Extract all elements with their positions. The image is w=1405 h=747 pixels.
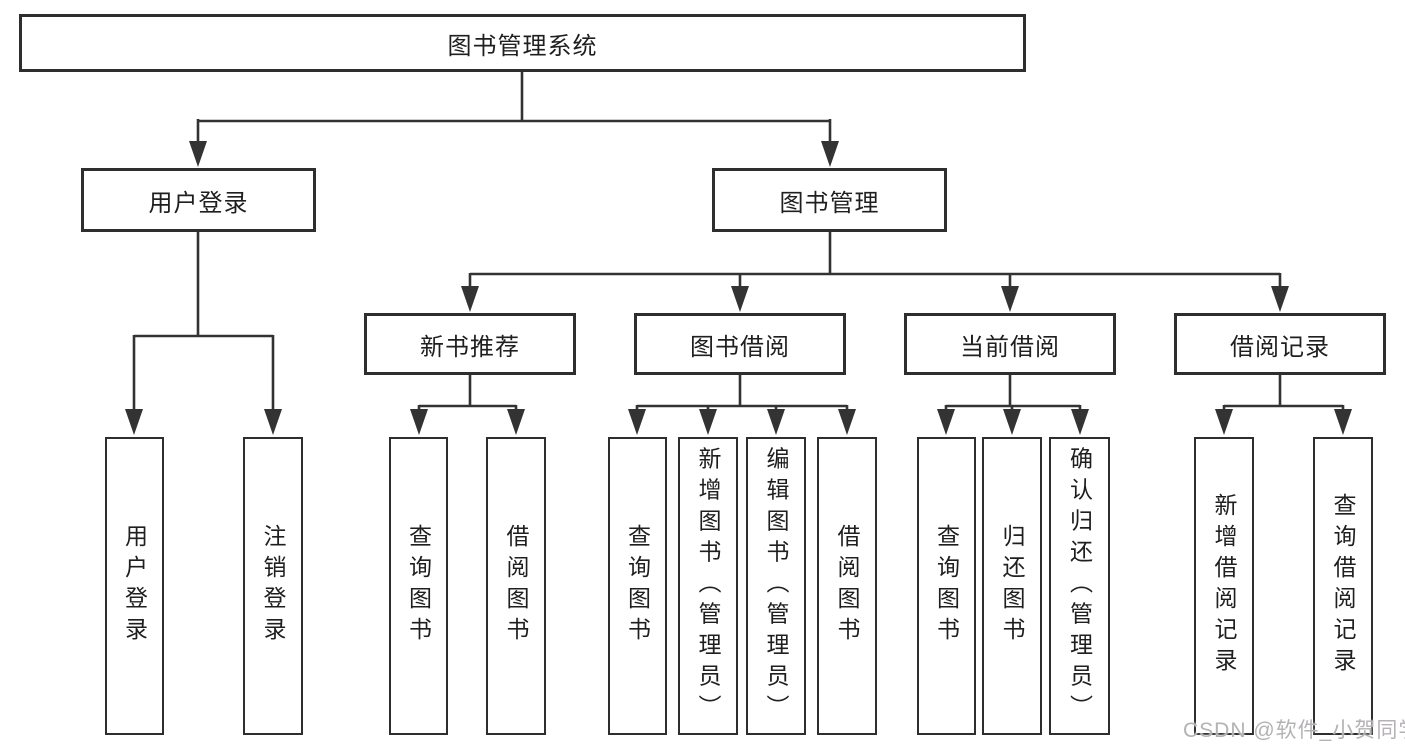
arrow-down-icon [1271, 286, 1289, 312]
node-book-borrow: 图书借阅 [634, 313, 846, 375]
arrow-down-icon [1334, 409, 1352, 435]
node-book-mgmt: 图书管理 [712, 168, 947, 232]
leaf-borrow-book: 借阅图书 [817, 437, 877, 735]
node-root: 图书管理系统 [19, 14, 1026, 72]
leaf-query-book-borrow: 查询图书 [608, 437, 667, 735]
leaf-return-book-label: 归还图书 [999, 524, 1025, 648]
leaf-edit-book-admin: 编辑图书（管理员） [746, 437, 806, 735]
node-new-book-recommend-label: 新书推荐 [420, 333, 520, 361]
arrow-down-icon [731, 286, 749, 312]
arrow-down-icon [838, 409, 856, 435]
leaf-borrow-book-recommend-label: 借阅图书 [503, 524, 529, 648]
node-current-borrow-label: 当前借阅 [960, 333, 1060, 361]
arrow-down-icon [189, 141, 207, 167]
leaf-query-borrow-record-label: 查询借阅记录 [1330, 493, 1356, 679]
node-new-book-recommend: 新书推荐 [364, 313, 576, 375]
leaf-user-login-label: 用户登录 [121, 524, 148, 648]
arrow-down-icon [1003, 409, 1021, 435]
leaf-query-book-borrow-label: 查询图书 [624, 524, 651, 648]
arrow-down-icon [1071, 409, 1089, 435]
arrow-down-icon [264, 409, 282, 435]
node-book-mgmt-label: 图书管理 [779, 189, 880, 217]
arrow-down-icon [1001, 286, 1019, 312]
arrow-down-icon [125, 409, 143, 435]
leaf-edit-book-admin-label: 编辑图书（管理员） [763, 446, 789, 726]
arrow-down-icon [767, 409, 785, 435]
leaf-query-borrow-record: 查询借阅记录 [1313, 437, 1373, 735]
arrow-down-icon [699, 409, 717, 435]
leaf-borrow-book-recommend: 借阅图书 [486, 437, 546, 735]
arrow-down-icon [937, 409, 955, 435]
node-borrow-records-label: 借阅记录 [1230, 333, 1330, 361]
leaf-query-book-recommend-label: 查询图书 [405, 524, 432, 648]
leaf-borrow-book-label: 借阅图书 [834, 524, 860, 648]
leaf-add-borrow-record: 新增借阅记录 [1194, 437, 1254, 735]
leaf-logout-label: 注销登录 [260, 524, 286, 648]
arrow-down-icon [461, 286, 479, 312]
arrow-down-icon [1215, 409, 1233, 435]
arrow-down-icon [410, 409, 428, 435]
leaf-query-book-recommend: 查询图书 [389, 437, 448, 735]
leaf-logout: 注销登录 [243, 437, 303, 735]
arrow-down-icon [821, 141, 839, 167]
leaf-add-borrow-record-label: 新增借阅记录 [1211, 493, 1237, 679]
arrow-down-icon [507, 409, 525, 435]
leaf-return-book: 归还图书 [982, 437, 1042, 735]
node-book-borrow-label: 图书借阅 [690, 333, 790, 361]
leaf-query-book-current: 查询图书 [917, 437, 976, 735]
leaf-add-book-admin: 新增图书（管理员） [678, 437, 738, 735]
node-user-login-label: 用户登录 [148, 189, 249, 217]
node-borrow-records: 借阅记录 [1174, 313, 1386, 375]
leaf-query-book-current-label: 查询图书 [933, 524, 960, 648]
csdn-watermark: CSDN @软件_小贺同学 [1183, 719, 1405, 742]
arrow-down-icons [125, 141, 1352, 435]
leaf-user-login: 用户登录 [105, 437, 164, 735]
leaf-confirm-return-admin-label: 确认归还（管理员） [1066, 446, 1093, 726]
arrow-down-icon [628, 409, 646, 435]
node-current-borrow: 当前借阅 [904, 313, 1116, 375]
node-root-label: 图书管理系统 [447, 32, 598, 60]
leaf-add-book-admin-label: 新增图书（管理员） [695, 446, 721, 726]
node-user-login: 用户登录 [81, 168, 316, 232]
leaf-confirm-return-admin: 确认归还（管理员） [1049, 437, 1110, 735]
